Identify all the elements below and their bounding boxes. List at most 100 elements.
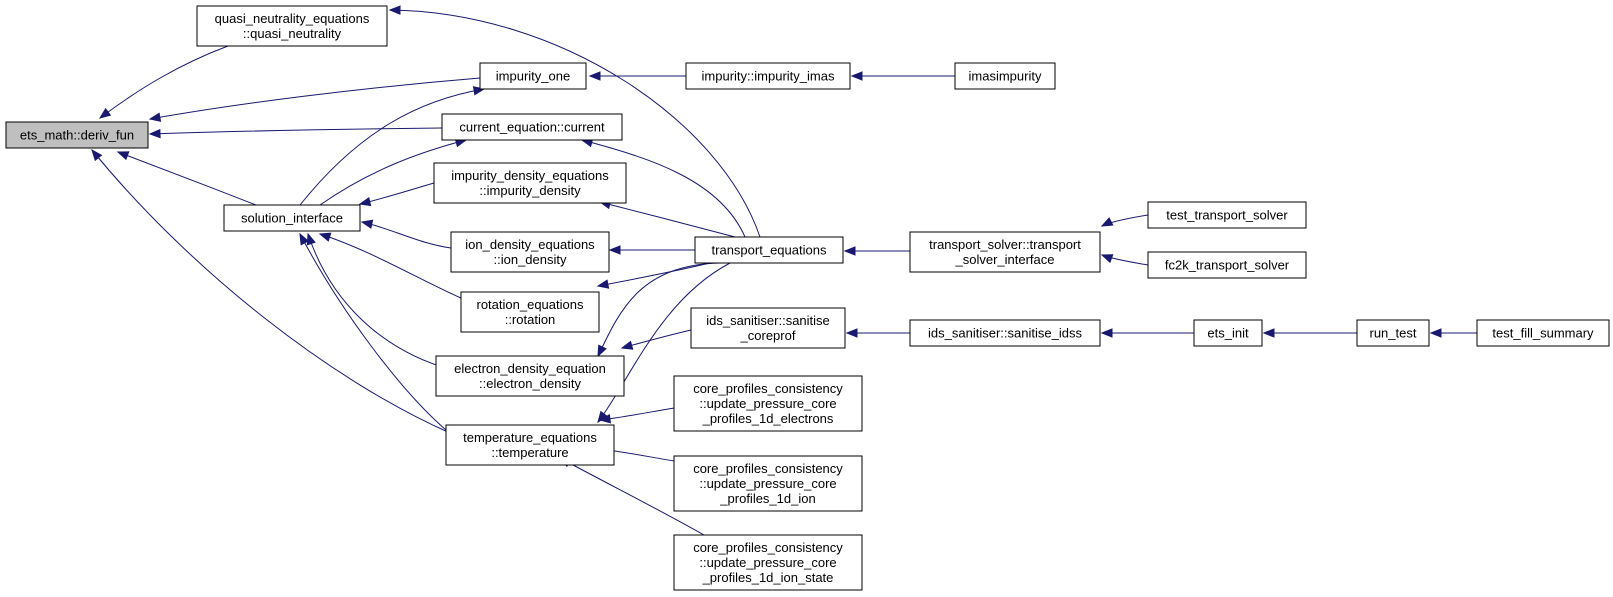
edge-line [389, 9, 761, 238]
edge-line [149, 77, 481, 120]
node-quasi-neutrality[interactable]: quasi_neutrality_equations::quasi_neutra… [196, 5, 388, 47]
node-label: run_test [1370, 326, 1417, 341]
edge-line [319, 233, 462, 299]
edge-line [319, 139, 467, 206]
edge-line [307, 233, 453, 371]
node-box [1147, 201, 1307, 229]
node-electron-density[interactable]: electron_density_equation::electron_dens… [435, 355, 625, 397]
node-label: ::temperature [491, 445, 568, 460]
edge-line [359, 182, 435, 205]
node-imasimpurity[interactable]: imasimpurity [954, 62, 1056, 90]
edge-line [361, 221, 452, 249]
node-box [445, 424, 615, 466]
node-label: transport_equations [712, 243, 827, 258]
call-nodes: ets_math::deriv_fun quasi_neutrality_equa… [5, 5, 1610, 591]
arrowhead [608, 245, 621, 255]
node-label: core_profiles_consistency [693, 461, 843, 476]
arrowhead [845, 328, 858, 338]
edge-test_transport_solver-to-transport_solver_interface [1100, 214, 1149, 227]
arrowhead [597, 344, 607, 358]
edge-line [91, 149, 451, 434]
edge-line [299, 233, 447, 431]
node-impurity-one[interactable]: impurity_one [479, 62, 587, 90]
node-label: ids_sanitiser::sanitise_idss [928, 326, 1082, 341]
node-label: _profiles_1d_ion [719, 491, 815, 506]
node-label: ::update_pressure_core [699, 555, 836, 570]
arrowhead [1429, 328, 1442, 338]
node-upd-ion-state[interactable]: core_profiles_consistency::update_pressu… [673, 534, 863, 591]
node-impurity-imas[interactable]: impurity::impurity_imas [685, 62, 851, 90]
node-box [1356, 319, 1430, 347]
node-solution-interface[interactable]: solution_interface [223, 204, 361, 232]
node-sanitise-idss[interactable]: ids_sanitiser::sanitise_idss [909, 319, 1101, 347]
edge-upd_electrons-to-temperature [598, 407, 675, 424]
node-label: ::rotation [505, 312, 556, 327]
node-box [196, 5, 388, 47]
node-label: electron_density_equation [454, 361, 606, 376]
node-box [460, 291, 600, 333]
arrowhead [1100, 217, 1114, 227]
node-label: imasimpurity [969, 69, 1042, 84]
arrowhead [388, 5, 401, 15]
node-box [5, 121, 149, 149]
node-label: ids_sanitiser::sanitise [706, 313, 830, 328]
arrowhead [596, 279, 610, 289]
node-current[interactable]: current_equation::current [441, 113, 623, 141]
edge-line [621, 329, 692, 349]
node-label: _coreprof [740, 328, 796, 343]
node-run-test[interactable]: run_test [1356, 319, 1430, 347]
node-label: ets_init [1207, 326, 1249, 341]
node-fc2k-transport-solver[interactable]: fc2k_transport_solver [1147, 251, 1307, 279]
node-label: _solver_interface [955, 252, 1055, 267]
edge-ets_init-to-sanitise_idss [1100, 328, 1195, 338]
edge-temperature-to-deriv_fun [91, 148, 451, 434]
node-box [479, 62, 587, 90]
edge-line [117, 151, 257, 206]
node-transport-equations[interactable]: transport_equations [694, 236, 844, 264]
node-test-transport-solver[interactable]: test_transport_solver [1147, 201, 1307, 229]
node-label: ::quasi_neutrality [243, 26, 342, 41]
node-box [433, 162, 627, 204]
edge-solution_interface-to-deriv_fun [116, 151, 257, 206]
node-label: rotation_equations [477, 297, 584, 312]
arrowhead [588, 71, 601, 81]
edge-ion_density-to-solution_interface [360, 219, 452, 249]
node-label: transport_solver::transport [929, 237, 1081, 252]
edge-line [599, 201, 736, 238]
node-label: ::ion_density [494, 252, 567, 267]
edge-line [599, 407, 675, 421]
node-temperature[interactable]: temperature_equations::temperature [445, 424, 615, 466]
node-upd-electrons[interactable]: core_profiles_consistency::update_pressu… [673, 375, 863, 432]
edge-transport_equations-to-impurity_density [598, 199, 736, 238]
arrowhead [843, 246, 856, 256]
arrowhead [620, 340, 634, 350]
node-box [909, 231, 1101, 273]
arrowhead [850, 71, 863, 81]
node-impurity-density[interactable]: impurity_density_equations::impurity_den… [433, 162, 627, 204]
node-rotation[interactable]: rotation_equations::rotation [460, 291, 600, 333]
edge-current-to-deriv_fun [148, 127, 443, 139]
node-ets-init[interactable]: ets_init [1193, 319, 1263, 347]
node-sanitise-coreprof[interactable]: ids_sanitiser::sanitise_coreprof [690, 307, 846, 349]
node-deriv-fun[interactable]: ets_math::deriv_fun [5, 121, 149, 149]
node-box [223, 204, 361, 232]
edge-line [99, 45, 229, 119]
node-box [690, 307, 846, 349]
arrowhead [299, 232, 310, 246]
edge-transport_equations-to-electron_density [597, 262, 721, 358]
edge-transport_solver_interface-to-transport_equations [843, 246, 910, 256]
node-test-fill-summary[interactable]: test_fill_summary [1476, 319, 1610, 347]
node-box [673, 375, 863, 432]
node-upd-ion[interactable]: core_profiles_consistency::update_pressu… [673, 455, 863, 512]
node-label: ::electron_density [479, 376, 581, 391]
edge-test_fill_summary-to-run_test [1429, 328, 1478, 338]
node-transport-solver-interface[interactable]: transport_solver::transport_solver_inter… [909, 231, 1101, 273]
arrowhead [91, 148, 103, 162]
node-box [1147, 251, 1307, 279]
node-label: test_transport_solver [1166, 208, 1288, 223]
edge-electron_density-to-solution_interface [306, 232, 453, 371]
edge-line [149, 127, 443, 135]
edge-temperature-to-solution_interface [299, 232, 447, 431]
node-ion-density[interactable]: ion_density_equations::ion_density [450, 231, 610, 273]
edge-transport_equations-to-rotation [596, 262, 711, 289]
